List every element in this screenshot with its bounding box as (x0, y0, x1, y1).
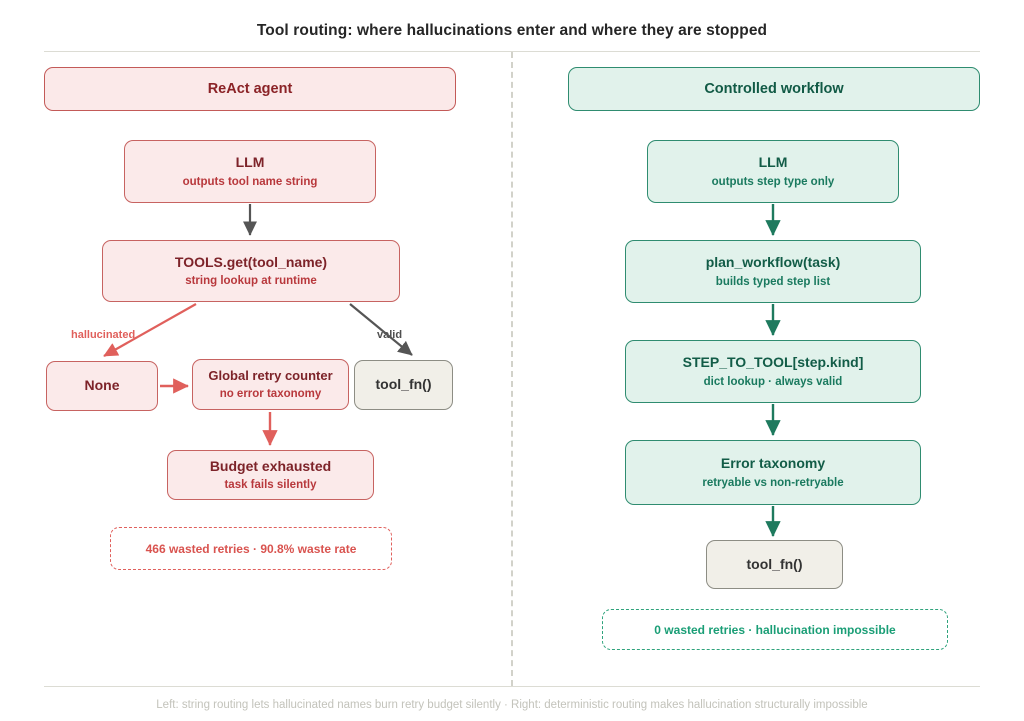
stat-badge-react-agent: 466 wasted retries · 90.8% waste rate (110, 527, 392, 570)
page-title: Tool routing: where hallucinations enter… (256, 22, 768, 39)
node-left-llm-subtitle: outputs tool name string (182, 175, 318, 188)
node-right-llm-subtitle: outputs step type only (711, 175, 835, 188)
node-right-map-subtitle: dict lookup · always valid (703, 375, 843, 388)
node-left-budget-title: Budget exhausted (209, 457, 332, 474)
node-left-budget-subtitle: task fails silently (224, 479, 317, 492)
node-left-retry-title: Global retry counter (208, 367, 333, 383)
panel-divider (511, 52, 513, 686)
panel-header-react-agent: ReAct agent (44, 67, 456, 111)
node-left-tool-fn-title: tool_fn() (375, 376, 432, 393)
node-right-plan-subtitle: builds typed step list (715, 275, 831, 288)
edge-label-hallucinated: hallucinated (71, 329, 136, 341)
node-right-plan-workflow[interactable]: plan_workflow(task) builds typed step li… (625, 240, 921, 303)
node-left-tools-get-subtitle: string lookup at runtime (185, 275, 317, 288)
footer-caption: Left: string routing lets hallucinated n… (156, 699, 868, 711)
node-left-none-title: None (84, 377, 120, 394)
node-left-global-retry-counter[interactable]: Global retry counter no error taxonomy (192, 359, 349, 410)
node-left-budget-exhausted[interactable]: Budget exhausted task fails silently (167, 450, 374, 500)
panel-header-controlled-workflow: Controlled workflow (568, 67, 980, 111)
node-right-tool-fn[interactable]: tool_fn() (706, 540, 843, 589)
top-divider (44, 51, 980, 52)
node-right-plan-title: plan_workflow(task) (705, 254, 841, 271)
node-right-map-title: STEP_TO_TOOL[step.kind] (682, 354, 864, 371)
node-left-llm[interactable]: LLM outputs tool name string (124, 140, 376, 203)
node-right-step-to-tool[interactable]: STEP_TO_TOOL[step.kind] dict lookup · al… (625, 340, 921, 403)
node-right-tool-fn-title: tool_fn() (746, 555, 803, 572)
edge-label-valid: valid (377, 329, 403, 341)
node-right-llm-title: LLM (758, 154, 788, 171)
node-left-tools-get[interactable]: TOOLS.get(tool_name) string lookup at ru… (102, 240, 400, 302)
node-right-taxonomy-title: Error taxonomy (720, 455, 826, 472)
stat-badge-controlled-workflow: 0 wasted retries · hallucination impossi… (602, 609, 948, 650)
panel-header-react-agent-label: ReAct agent (207, 80, 293, 97)
node-left-tool-fn[interactable]: tool_fn() (354, 360, 453, 410)
node-right-taxonomy-subtitle: retryable vs non-retryable (702, 476, 844, 489)
node-left-llm-title: LLM (235, 154, 265, 171)
node-right-llm[interactable]: LLM outputs step type only (647, 140, 899, 203)
node-left-tools-get-title: TOOLS.get(tool_name) (174, 253, 328, 270)
node-right-error-taxonomy[interactable]: Error taxonomy retryable vs non-retryabl… (625, 440, 921, 505)
node-left-retry-subtitle: no error taxonomy (219, 387, 322, 400)
node-left-none[interactable]: None (46, 361, 158, 411)
bottom-divider (44, 686, 980, 687)
panel-header-controlled-workflow-label: Controlled workflow (704, 80, 844, 97)
